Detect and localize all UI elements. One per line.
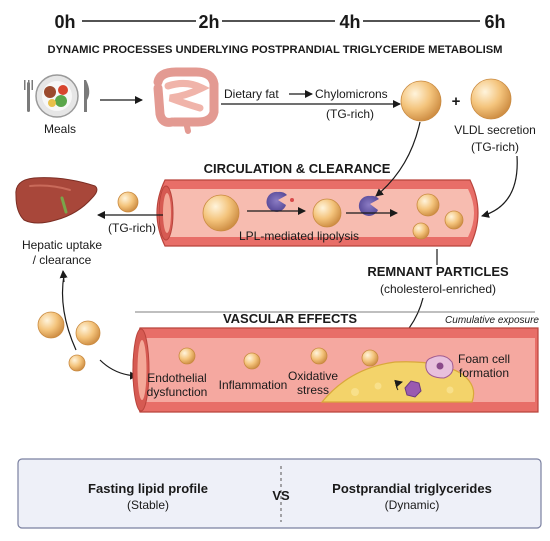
vessel-particle xyxy=(310,347,328,365)
remnant-subtitle: (cholesterol-enriched) xyxy=(380,282,496,296)
plus-sign: + xyxy=(452,93,461,110)
chylomicron-particle xyxy=(400,80,442,122)
vascular-title: VASCULAR EFFECTS xyxy=(223,311,357,326)
intestine-icon xyxy=(153,67,219,134)
vessel-particle xyxy=(361,349,379,367)
foam-cell-label-line1: Foam cell xyxy=(458,352,510,366)
remnant-particle xyxy=(444,210,464,230)
inflammation-label: Inflammation xyxy=(219,378,288,392)
cumulative-note: Cumulative exposure xyxy=(445,315,539,326)
recycled-particle xyxy=(37,311,65,339)
chylomicrons-label: Chylomicrons xyxy=(315,87,388,101)
postprandial-tg-subtitle: (Dynamic) xyxy=(385,498,440,512)
hepatic-return-arrow xyxy=(61,274,77,351)
foam-cell-arrow xyxy=(394,379,403,391)
fasting-profile-title: Fasting lipid profile xyxy=(88,481,208,496)
endothelial-label-line1: Endothelial xyxy=(147,371,206,385)
recycled-particle xyxy=(68,354,86,372)
timeline: 0h 2h 4h 6h DYNAMIC PROCESSES UNDERLYING… xyxy=(47,12,505,56)
fasting-profile-subtitle: (Stable) xyxy=(127,498,169,512)
lpl-enzyme-icon xyxy=(358,195,379,216)
timeline-tick-4h: 4h xyxy=(339,12,360,32)
hepatic-label-line1: Hepatic uptake xyxy=(22,238,102,252)
oxidative-label-line2: stress xyxy=(297,383,329,397)
plaque-lipid-dot xyxy=(446,386,454,394)
endothelial-label-line2: dysfunction xyxy=(147,385,208,399)
vessel-particle xyxy=(243,352,261,370)
plaque-lipid-dot xyxy=(351,388,359,396)
hepatic-label-line2: / clearance xyxy=(33,253,92,267)
vldl-note: (TG-rich) xyxy=(471,140,519,154)
oxidative-label-line1: Oxidative xyxy=(288,369,338,383)
remnant-title: REMNANT PARTICLES xyxy=(367,264,509,279)
free-tg-particle xyxy=(117,191,139,213)
vldl-label: VLDL secretion xyxy=(454,123,536,137)
tg-particle-large xyxy=(202,194,240,232)
vs-label: VS xyxy=(272,488,290,503)
vessel-particle xyxy=(178,347,196,365)
lpl-enzyme-icon xyxy=(266,191,294,212)
remnant-particle xyxy=(416,193,440,217)
diagram-title: DYNAMIC PROCESSES UNDERLYING POSTPRANDIA… xyxy=(47,44,502,56)
lipolysis-label: LPL-mediated lipolysis xyxy=(239,229,359,243)
chylomicrons-note: (TG-rich) xyxy=(326,107,374,121)
tg-rich-label: (TG-rich) xyxy=(108,221,156,235)
circulation-title: CIRCULATION & CLEARANCE xyxy=(204,161,391,176)
hepatic-return-arrowhead xyxy=(59,270,68,283)
foam-cell-label-line2: formation xyxy=(459,366,509,380)
foam-cell-icon xyxy=(404,380,422,398)
remnant-particle xyxy=(412,222,430,240)
recycled-particle xyxy=(75,320,101,346)
timeline-tick-6h: 6h xyxy=(484,12,505,32)
particle-to-vessel-arrow xyxy=(99,359,138,380)
timeline-tick-0h: 0h xyxy=(54,12,75,32)
meals-label: Meals xyxy=(44,122,76,136)
comparison-panel xyxy=(17,458,542,529)
vldl-particle xyxy=(470,78,512,120)
meal-icon xyxy=(24,74,90,118)
liver-icon xyxy=(15,177,98,224)
foam-cell-nucleus xyxy=(436,362,444,370)
chylomicron-entry-arrow xyxy=(375,121,421,197)
tg-particle-medium xyxy=(312,198,342,228)
postprandial-tg-title: Postprandial triglycerides xyxy=(332,481,492,496)
dietary-fat-label: Dietary fat xyxy=(224,87,279,101)
vldl-entry-arrow xyxy=(481,155,518,218)
plaque-lipid-dot xyxy=(374,382,382,390)
timeline-tick-2h: 2h xyxy=(198,12,219,32)
